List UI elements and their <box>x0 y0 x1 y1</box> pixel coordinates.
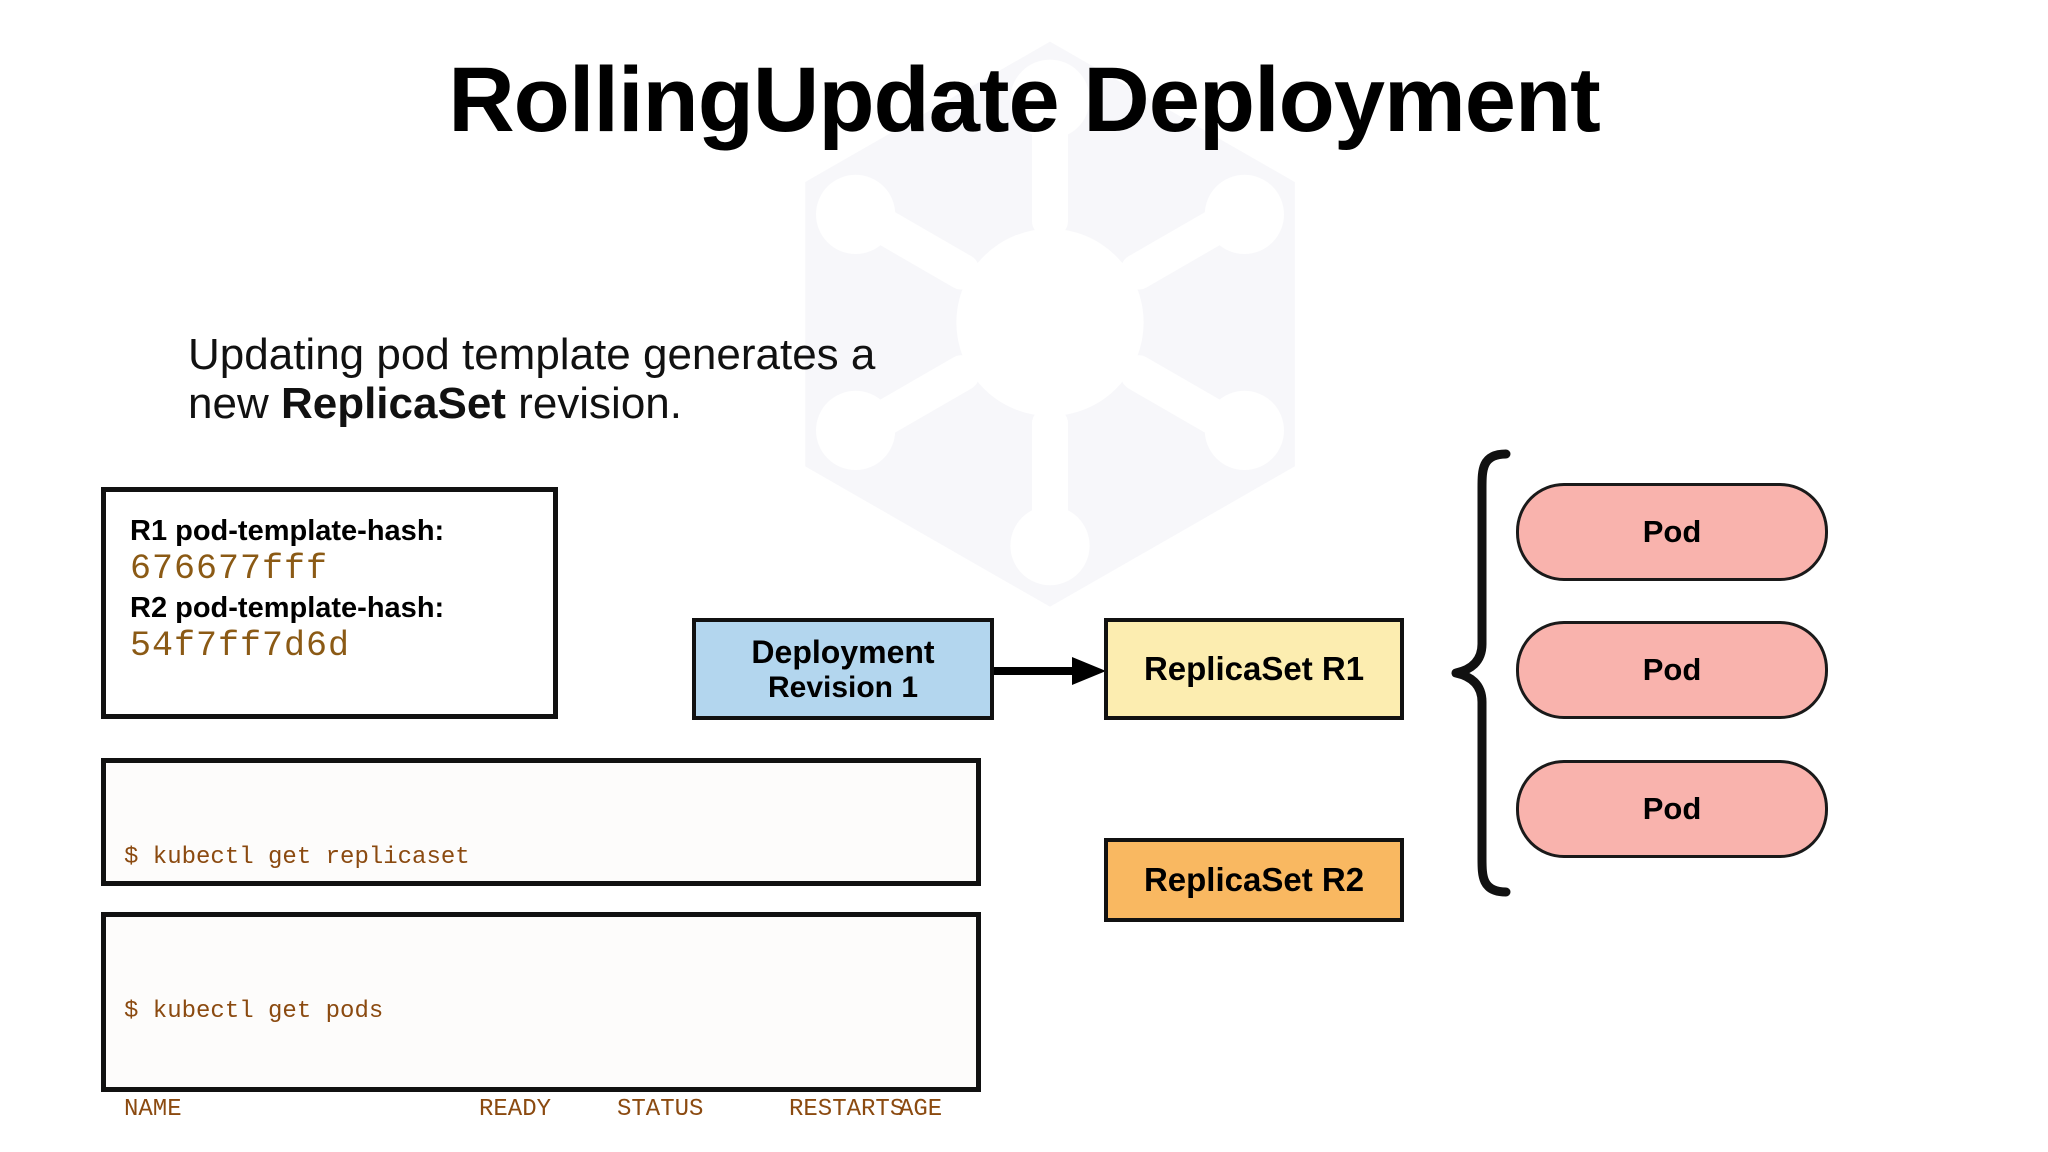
terminal-get-replicaset: $ kubectl get replicaset NAMEDESIREDCURR… <box>101 758 981 1067</box>
arrow-right-icon <box>994 657 1106 685</box>
terminal-get-pods: $ kubectl get pods NAME READY STATUS RESTAR… <box>101 912 981 1123</box>
table-header-row: NAME READY STATUS RESTARTSAGE <box>124 1094 958 1127</box>
subtitle-line-2-prefix: new <box>188 379 281 429</box>
terminal-command: $ kubectl get pods <box>124 998 384 1026</box>
r1-hash-value: 676677fff <box>130 549 329 590</box>
column-header-age: AGE <box>899 1096 943 1124</box>
column-header-status: STATUS <box>617 1096 704 1124</box>
node-replicaset-r2: ReplicaSet R2 <box>1104 838 1404 922</box>
pod-label: Pod <box>1642 652 1702 687</box>
pod-shape: Pod <box>1516 483 1828 581</box>
pod-template-hash-panel: R1 pod-template-hash: 676677fff R2 pod-t… <box>101 487 558 719</box>
r2-hash-label: R2 pod-template-hash: <box>130 591 445 624</box>
pod-shape: Pod <box>1516 760 1828 858</box>
r1-hash-label: R1 pod-template-hash: <box>130 515 445 547</box>
subtitle-emphasis: ReplicaSet <box>280 379 506 429</box>
page-title: RollingUpdate Deployment <box>448 49 1601 151</box>
terminal-command: $ kubectl get replicaset <box>124 844 470 872</box>
column-header-restarts: RESTARTS <box>789 1096 905 1124</box>
subtitle-line-2-suffix: revision. <box>505 379 683 429</box>
node-deployment: Deployment Revision 1 <box>692 618 994 720</box>
node-replicaset-r1-label: ReplicaSet R1 <box>1143 650 1365 687</box>
curly-brace-icon <box>1451 449 1511 897</box>
subtitle-line-1: Updating pod template generates a <box>188 330 876 379</box>
node-replicaset-r2-label: ReplicaSet R2 <box>1143 861 1365 898</box>
subtitle-text: Updating pod template generates a new Re… <box>188 330 1008 429</box>
pod-label: Pod <box>1642 514 1702 549</box>
pod-shape: Pod <box>1516 621 1828 719</box>
column-header-name: NAME <box>124 1096 182 1124</box>
column-header-ready: READY <box>479 1096 552 1124</box>
node-deployment-title: Deployment <box>751 633 935 670</box>
node-deployment-revision: Revision 1 <box>767 670 919 704</box>
r2-hash-value: 54f7ff7d6d <box>130 626 351 667</box>
node-replicaset-r1: ReplicaSet R1 <box>1104 618 1404 720</box>
pod-label: Pod <box>1642 791 1702 826</box>
